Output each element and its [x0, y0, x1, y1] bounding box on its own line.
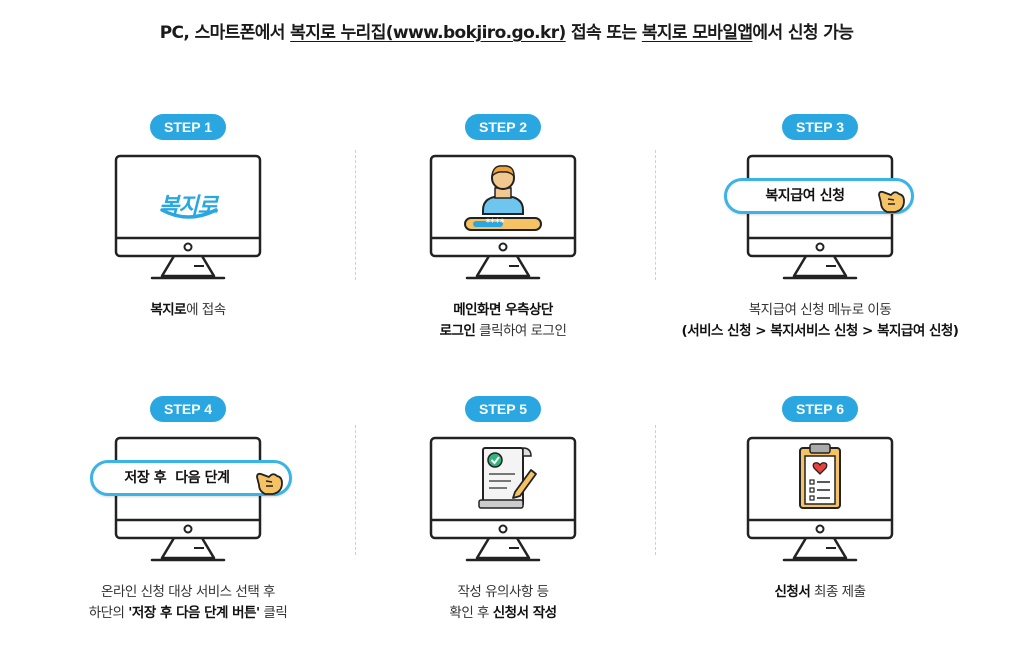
- headline-text: 접속 또는: [565, 23, 642, 43]
- step-4: STEP 4 저장 후 다음 단계 온라인 신청 대상 서비스 선택 후 하단의…: [18, 396, 358, 656]
- person-icon: [482, 165, 524, 215]
- column-divider: [355, 425, 356, 555]
- caption-text: 온라인 신청 대상 서비스 선택 후: [101, 584, 275, 600]
- headline-text: PC, 스마트폰에서: [159, 23, 291, 43]
- column-divider: [355, 150, 356, 280]
- caption-text: 작성 유의사항 등: [457, 584, 549, 600]
- step-5-caption: 작성 유의사항 등 확인 후 신청서 작성: [333, 582, 673, 624]
- document-check-icon: [478, 447, 537, 509]
- step-6: STEP 6 신청서 최종 제출: [650, 396, 990, 656]
- bokjiro-logo: 복지로: [159, 193, 218, 219]
- caption-text: 에 접속: [186, 302, 226, 318]
- monitor-icon: [746, 154, 894, 280]
- step-2: STEP 2 **** 메인화면 우측상단 로그인 클릭하여 로그인: [333, 114, 673, 374]
- caption-text: 클릭: [259, 605, 288, 621]
- headline-text: 에서 신청 가능: [752, 23, 854, 43]
- monitor-icon: [429, 436, 577, 562]
- caption-bold: 신청서 작성: [492, 605, 557, 621]
- caption-text: 복지급여 신청 메뉴로 이동: [748, 302, 892, 318]
- caption-text: 최종 제출: [810, 584, 866, 600]
- clipboard-heart-icon: [799, 443, 841, 509]
- apply-welfare-button[interactable]: 복지급여 신청: [724, 178, 914, 214]
- caption-bold: '저장 후 다음 단계 버튼': [128, 605, 260, 621]
- step-4-caption: 온라인 신청 대상 서비스 선택 후 하단의 '저장 후 다음 단계 버튼' 클…: [18, 582, 358, 624]
- monitor-icon: [746, 436, 894, 562]
- step-badge: STEP 1: [150, 114, 226, 140]
- monitor-icon: [114, 436, 262, 562]
- column-divider: [655, 425, 656, 555]
- step-badge: STEP 3: [782, 114, 858, 140]
- caption-bold: 복지로: [150, 302, 187, 318]
- step-badge: STEP 4: [150, 396, 226, 422]
- caption-text: 확인 후: [449, 605, 493, 621]
- step-badge: STEP 2: [465, 114, 541, 140]
- headline: PC, 스마트폰에서 복지로 누리집(www.bokjiro.go.kr) 접속…: [0, 18, 1013, 43]
- caption-bold: 신청서: [774, 584, 811, 600]
- caption-bold: 메인화면 우측상단: [453, 302, 553, 318]
- caption-bold: (서비스 신청 > 복지서비스 신청 > 복지급여 신청): [681, 323, 959, 339]
- hand-pointer-icon: [256, 472, 283, 495]
- monitor-icon: [429, 154, 577, 280]
- save-next-step-label: 저장 후 다음 단계: [124, 470, 230, 486]
- step-badge: STEP 6: [782, 396, 858, 422]
- caption-bold: 로그인: [439, 323, 476, 339]
- column-divider: [655, 150, 656, 280]
- apply-welfare-label: 복지급여 신청: [765, 188, 845, 204]
- step-1-caption: 복지로에 접속: [18, 300, 358, 321]
- bokjiro-mobile-app-link[interactable]: 복지로 모바일앱: [641, 23, 753, 43]
- step-3: STEP 3 복지급여 신청 복지급여 신청 메뉴로 이동 (서비스 신청 > …: [650, 114, 990, 374]
- step-badge: STEP 5: [465, 396, 541, 422]
- save-next-step-button[interactable]: 저장 후 다음 단계: [90, 460, 292, 496]
- monitor-icon: [114, 154, 262, 280]
- step-2-caption: 메인화면 우측상단 로그인 클릭하여 로그인: [333, 300, 673, 342]
- password-field: ****: [485, 218, 505, 228]
- caption-text: 하단의: [88, 605, 129, 621]
- hand-pointer-icon: [878, 190, 905, 213]
- step-1: STEP 1 복지로 복지로에 접속: [18, 114, 358, 374]
- step-3-caption: 복지급여 신청 메뉴로 이동 (서비스 신청 > 복지서비스 신청 > 복지급여…: [650, 300, 990, 342]
- bokjiro-website-link[interactable]: 복지로 누리집(www.bokjiro.go.kr): [290, 23, 566, 43]
- step-5: STEP 5 작성 유의사항 등 확인 후 신청서 작성: [333, 396, 673, 656]
- step-6-caption: 신청서 최종 제출: [650, 582, 990, 603]
- caption-text: 클릭하여 로그인: [475, 323, 567, 339]
